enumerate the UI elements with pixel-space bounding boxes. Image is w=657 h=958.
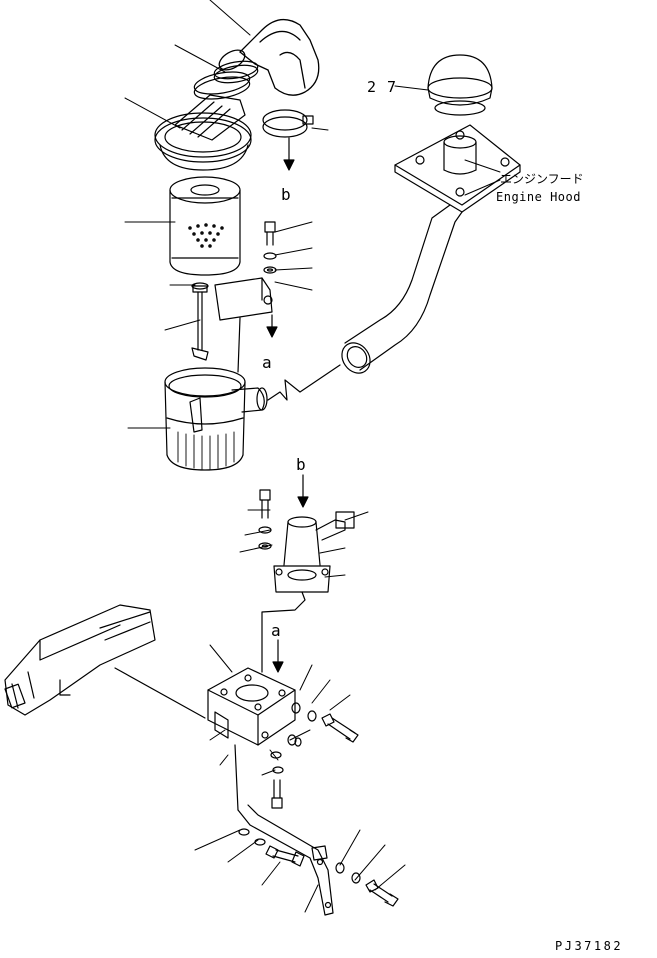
intake-elbow-hose bbox=[218, 18, 320, 96]
filter-perforations bbox=[188, 223, 224, 248]
ref-label-a-top: a bbox=[262, 353, 272, 372]
wing-nut-and-stud bbox=[191, 282, 209, 361]
bolts-top-right bbox=[263, 221, 277, 274]
bottom-right-fasteners bbox=[335, 862, 399, 907]
ref-arrow-a-top bbox=[266, 314, 278, 338]
support-stay bbox=[237, 804, 334, 916]
ref-arrow-b-mid bbox=[297, 474, 309, 508]
ref-label-a-mid: a bbox=[271, 621, 281, 640]
break-line-mid bbox=[261, 591, 306, 673]
hose-clamp-b bbox=[262, 109, 314, 138]
ref-arrow-a-mid bbox=[272, 639, 284, 673]
pre-cleaner-cap bbox=[427, 54, 493, 116]
adapter-block bbox=[207, 667, 296, 811]
body-ribs bbox=[177, 431, 235, 470]
hood-flange bbox=[394, 124, 521, 213]
ref-label-b-top: b bbox=[281, 185, 291, 204]
adapter-bolts-right bbox=[287, 702, 359, 747]
air-cleaner-body bbox=[164, 367, 268, 471]
bolt-washers-mid bbox=[258, 489, 272, 550]
intake-pipe bbox=[341, 204, 463, 374]
filter-element bbox=[169, 176, 241, 276]
lower-bolt-stack bbox=[270, 751, 284, 809]
hose-clamps-top bbox=[193, 60, 259, 100]
ref-label-b-mid: b bbox=[296, 455, 306, 474]
part-number-label: 2 7 bbox=[367, 78, 397, 96]
drawing-number: PJ37182 bbox=[555, 939, 623, 953]
ref-arrow-b-top bbox=[283, 137, 295, 171]
intake-manifold bbox=[4, 604, 206, 719]
bottom-left-fasteners bbox=[238, 828, 305, 867]
air-cleaner-cover bbox=[154, 94, 252, 171]
mounting-bracket bbox=[214, 277, 273, 373]
connector-pipe bbox=[273, 511, 355, 593]
break-line-top bbox=[267, 364, 341, 401]
leader-lines bbox=[124, 0, 501, 913]
engine-hood-en-label: Engine Hood bbox=[496, 190, 581, 204]
engine-hood-jp-label: エンジンフード bbox=[500, 172, 584, 186]
